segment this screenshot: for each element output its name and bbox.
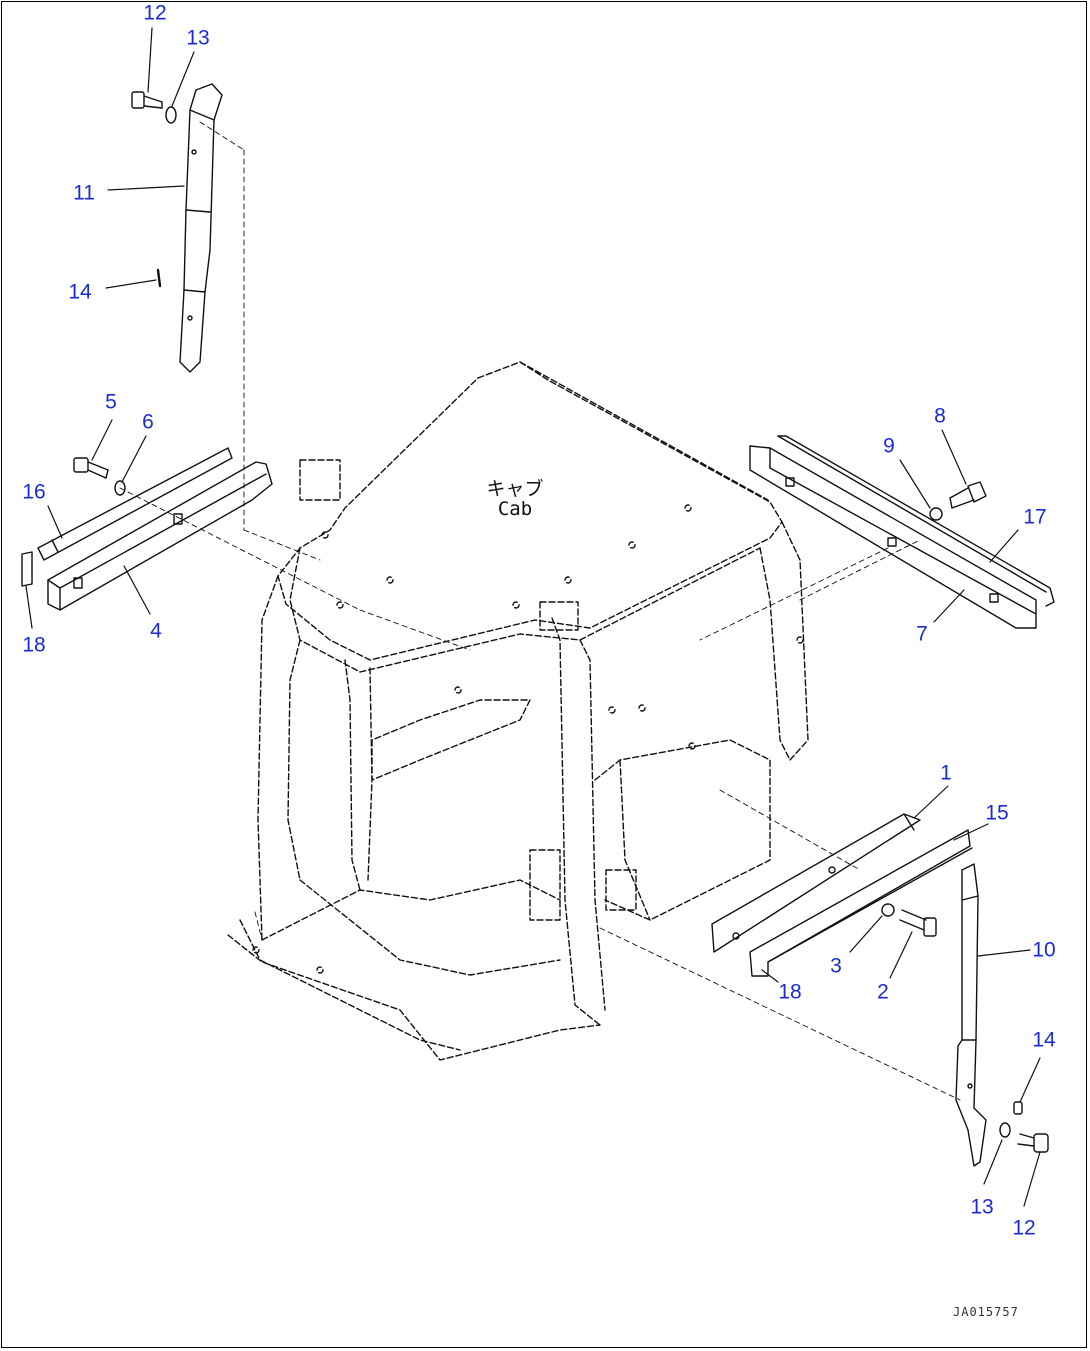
- part-17-rail: [777, 435, 1055, 607]
- callout-16: 16: [22, 480, 46, 504]
- callout-8: 8: [934, 404, 946, 428]
- part-11-strip: [179, 83, 223, 373]
- callout-13-top: 13: [186, 26, 210, 50]
- drawing-id: JA015757: [953, 1305, 1019, 1319]
- bolt-2: [899, 909, 937, 937]
- callout-15: 15: [985, 801, 1009, 825]
- callout-18-right: 18: [778, 980, 802, 1004]
- clip-14-lower: [1013, 1101, 1023, 1115]
- cab-label: キャブ Cab: [470, 478, 560, 520]
- part-15-rail: [749, 829, 973, 977]
- callout-17: 17: [1023, 505, 1047, 529]
- washer-13-upper: [165, 106, 177, 124]
- clip-14-upper: [156, 268, 162, 288]
- callout-18-left: 18: [22, 633, 46, 657]
- callout-14-top: 14: [68, 280, 92, 304]
- callout-3: 3: [830, 954, 842, 978]
- washer-13-lower: [999, 1122, 1011, 1138]
- callout-7: 7: [916, 622, 928, 646]
- callout-9: 9: [883, 434, 895, 458]
- callout-11: 11: [73, 181, 95, 205]
- callout-5: 5: [105, 390, 117, 414]
- bolt-8: [949, 481, 987, 509]
- cab-label-jp: キャブ: [486, 478, 544, 500]
- washer-6: [114, 480, 126, 496]
- callout-10: 10: [1032, 938, 1056, 962]
- callout-12-top: 12: [143, 1, 167, 25]
- callout-4: 4: [150, 619, 162, 643]
- bolt-5: [73, 457, 109, 479]
- washer-3: [881, 903, 895, 917]
- bolt-12-lower: [1017, 1133, 1049, 1153]
- cab-label-en: Cab: [497, 497, 533, 520]
- part-10-strip: [955, 863, 987, 1167]
- part-16-rail: [37, 447, 233, 561]
- callout-leaders: [25, 27, 1041, 1207]
- callout-1: 1: [940, 761, 952, 785]
- callout-13-bottom: 13: [970, 1195, 994, 1219]
- callout-6: 6: [142, 410, 154, 434]
- cab-frame: [227, 361, 809, 1061]
- part-1-rail: [711, 813, 921, 953]
- leader-lines: [119, 121, 961, 1101]
- callout-14-bottom: 14: [1032, 1028, 1056, 1052]
- part-7-rail: [749, 445, 1037, 629]
- callout-2: 2: [877, 980, 889, 1004]
- bolt-12-upper: [131, 91, 163, 109]
- part-18-left: [21, 551, 33, 587]
- part-4-rail: [47, 461, 273, 611]
- callout-12-bottom: 12: [1012, 1216, 1036, 1240]
- washer-9: [929, 507, 943, 521]
